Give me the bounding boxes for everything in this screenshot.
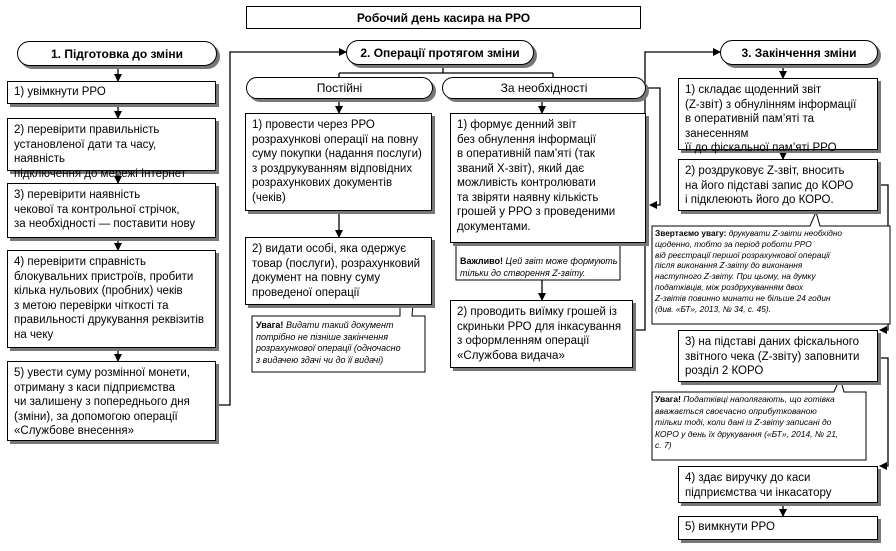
col2-as-needed-step-1: 1) формує денний звіт без обнулення інфо… [450, 113, 646, 243]
col2-header: 2. Операції протягом зміни [346, 40, 534, 65]
col3-note-1: Звертаємо увагу: друкувати Z-звіти необх… [655, 228, 889, 314]
col1-step-5: 5) увести суму розмінної монети, отриман… [7, 361, 216, 441]
col1-header: 1. Підготовка до зміни [17, 41, 217, 66]
note-label: Увага! [256, 320, 284, 330]
note-text: Цей звіт може формують тільки до створен… [460, 256, 618, 278]
col1-step-3: 3) перевірити наявність чекової та контр… [7, 183, 216, 238]
col1-step-1: 1) увімкнути РРО [7, 81, 216, 104]
col3-step-3: 3) на підставі даних фіскального звітног… [678, 330, 878, 382]
col3-step-2: 2) роздруковує Z-звіт, вносить на його п… [678, 159, 878, 211]
note-text: Видати такий документ потрібно не пізніш… [256, 320, 401, 365]
col2-as-needed-step-2: 2) проводить виїмку грошей із скриньки Р… [450, 300, 633, 368]
col1-step-2: 2) перевірити правильність установленої … [7, 118, 216, 180]
col3-note-2: Увага! Податківці наполягають, що готівк… [655, 394, 865, 452]
col3-step-4: 4) здає виручку до каси підприємства чи … [678, 466, 878, 503]
note-label: Важливо! [460, 256, 504, 266]
note-text: Податківці наполягають, що готівка вважа… [655, 394, 839, 450]
col3-step-5: 5) вимкнути РРО [678, 516, 878, 540]
note-label: Звертаємо увагу: [655, 228, 727, 238]
col3-step-1: 1) складає щоденний звіт (Z-звіт) з обну… [678, 78, 878, 154]
col2-permanent-step-1: 1) провести через РРО розрахункові опера… [245, 113, 432, 211]
col3-header: 3. Закінчення зміни [720, 40, 878, 65]
col2-sub-as-needed: За необхідності [442, 77, 646, 99]
col2-sub-permanent: Постійні [246, 77, 433, 99]
col2-permanent-note: Увага! Видати такий документ потрібно не… [256, 320, 424, 366]
col2-as-needed-note: Важливо! Цей звіт може формують тільки д… [460, 256, 618, 279]
col1-step-4: 4) перевірити справність блокувальних пр… [7, 250, 216, 348]
note-text: друкувати Z-звіти необхідно щоденно, тоб… [655, 228, 843, 314]
note-label: Увага! [655, 394, 681, 404]
col2-permanent-step-2: 2) видати особі, яка одержує товар (посл… [245, 237, 432, 305]
diagram-title: Робочий день касира на РРО [246, 6, 641, 29]
